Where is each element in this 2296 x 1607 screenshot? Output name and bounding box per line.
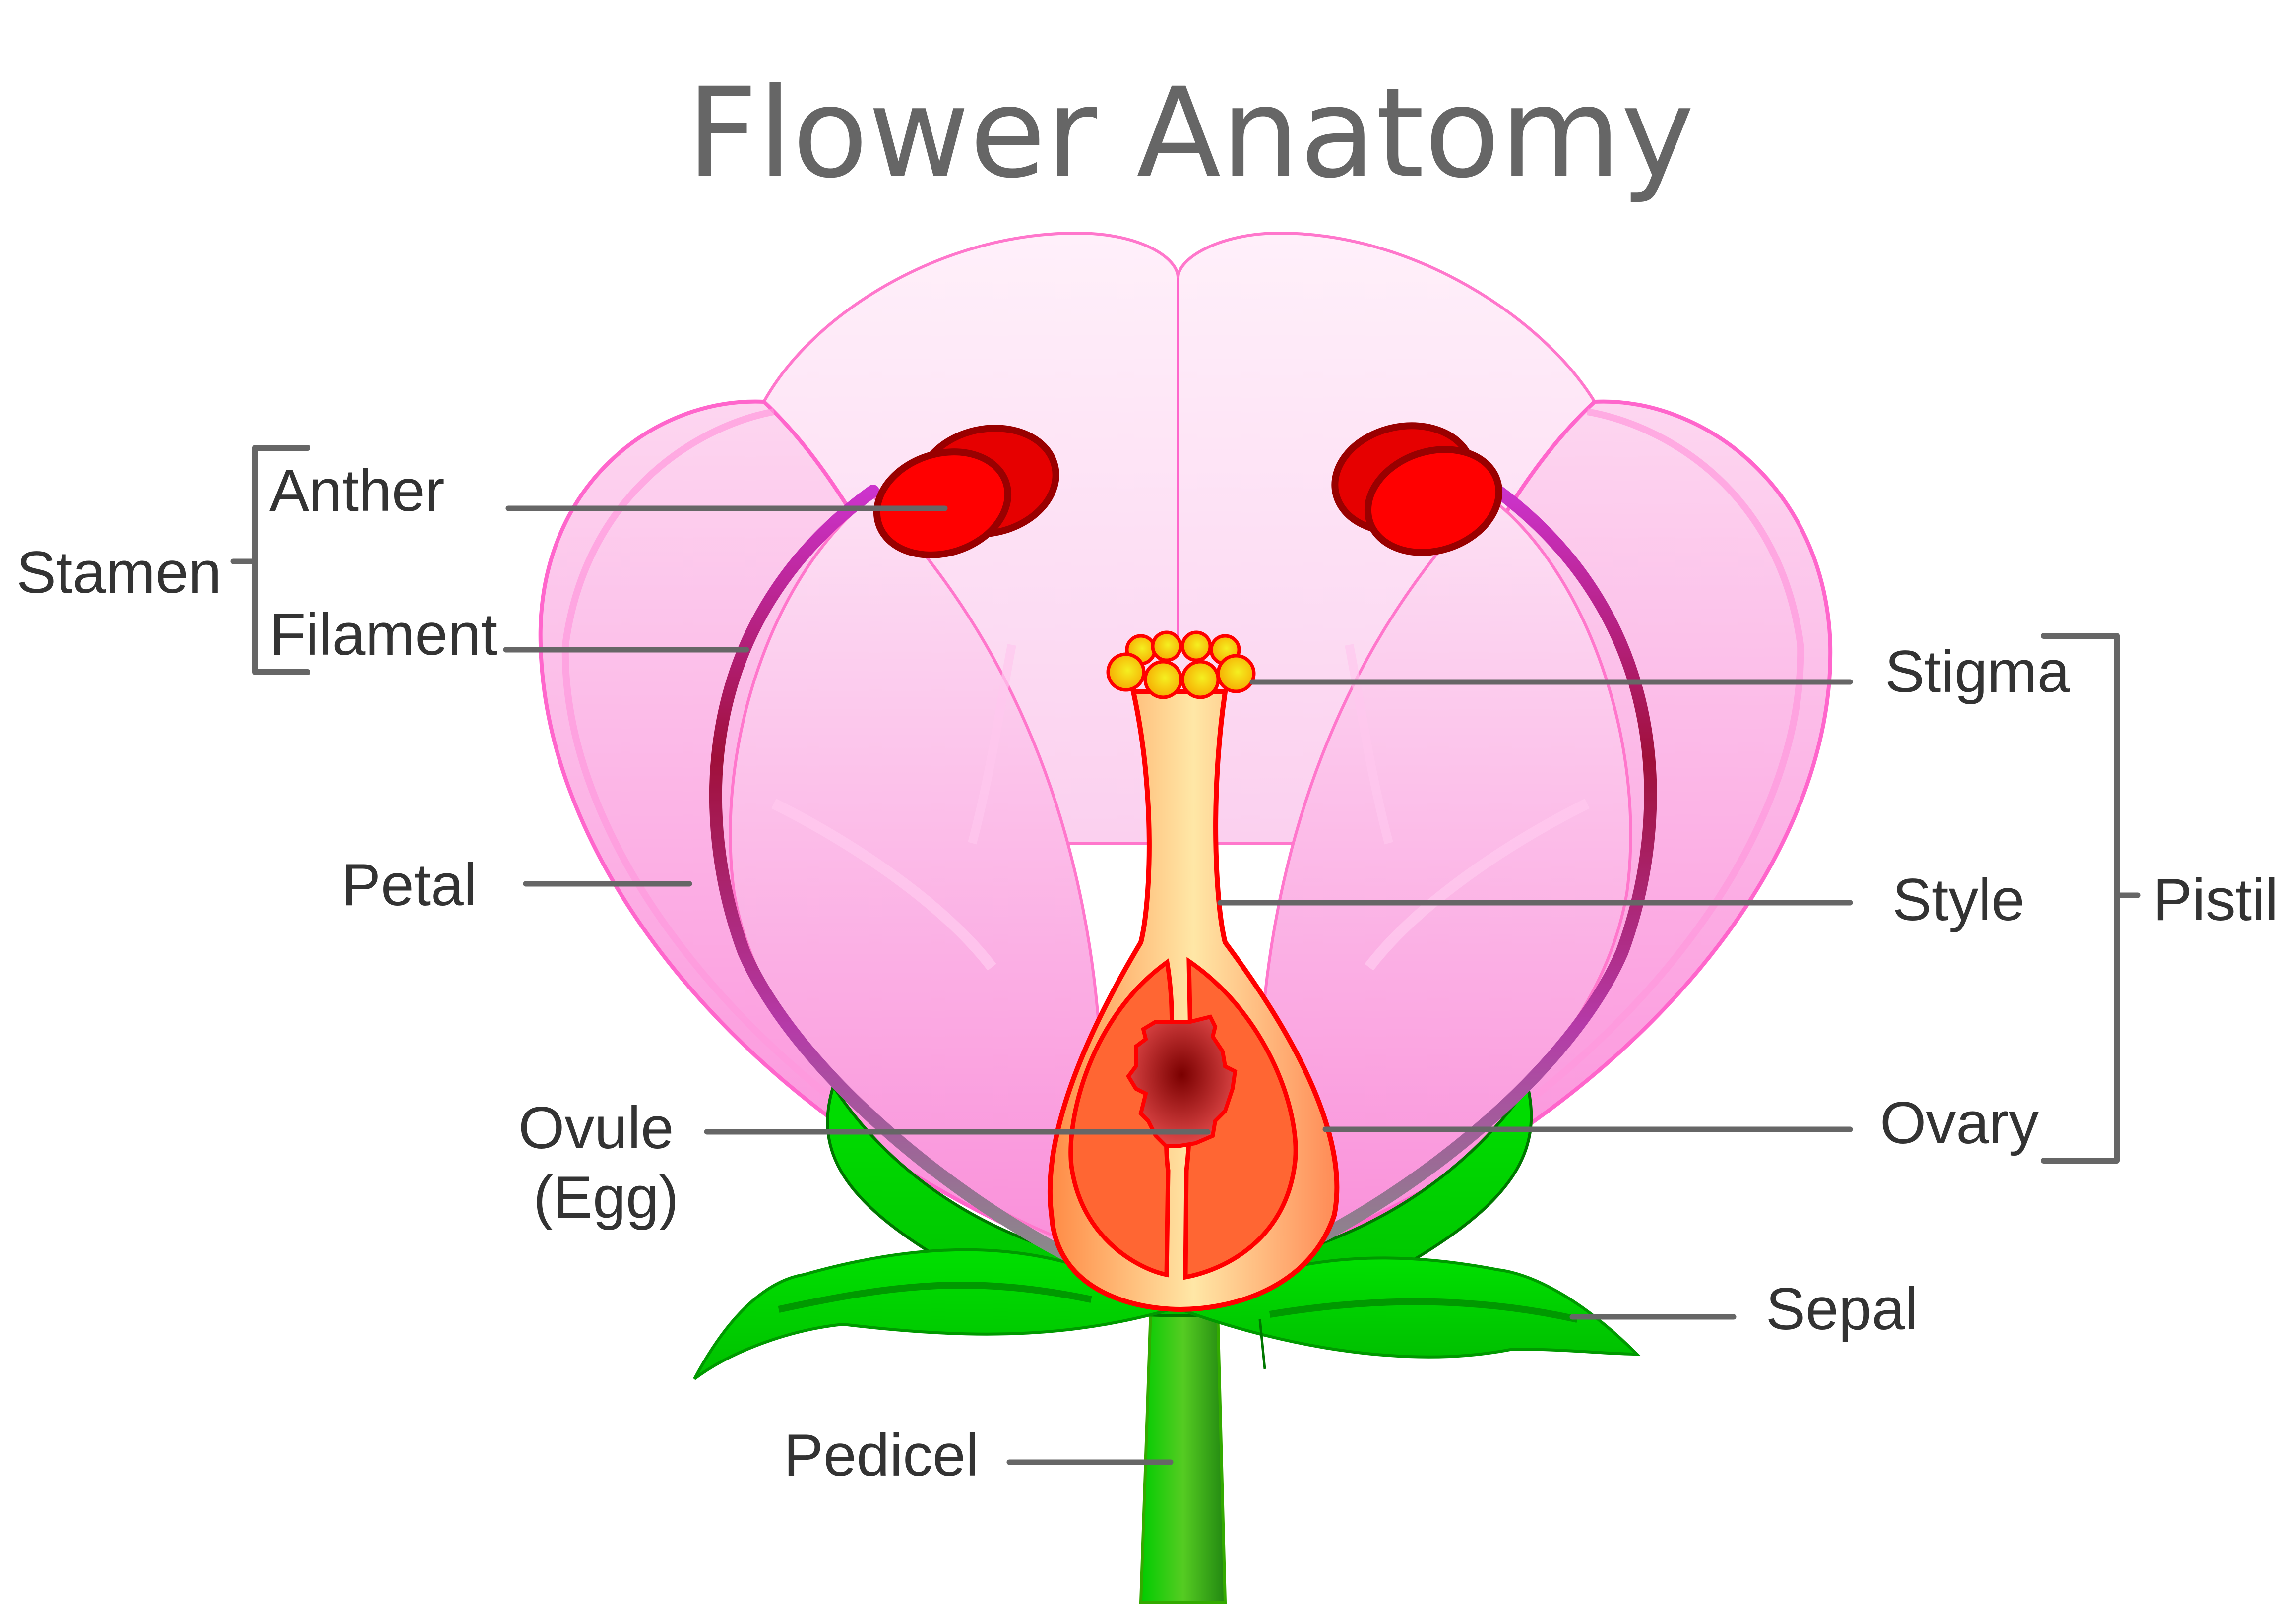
diagram-title: Flower Anatomy [686, 61, 1694, 205]
label-ovary: Ovary [1880, 1090, 2039, 1156]
label-ovule-sub: (Egg) [533, 1164, 679, 1231]
label-pistil: Pistil [2153, 866, 2278, 933]
label-ovule: Ovule [518, 1095, 674, 1161]
label-stigma: Stigma [1885, 638, 2070, 705]
label-anther: Anther [269, 457, 445, 524]
label-pedicel: Pedicel [784, 1422, 979, 1488]
pedicel-stem [1139, 1308, 1227, 1604]
ovule [1126, 1014, 1238, 1148]
stigma [1106, 630, 1256, 699]
filament-right [1278, 485, 1657, 1261]
filament-left [709, 485, 1073, 1261]
label-sepal: Sepal [1766, 1276, 1918, 1342]
anther-right [1331, 422, 1503, 556]
label-style: Style [1892, 866, 2025, 933]
anther-left [873, 425, 1059, 558]
label-filament: Filament [269, 601, 497, 668]
pistil-bracket [2041, 633, 2141, 1164]
label-stamen: Stamen [16, 539, 222, 606]
label-petal: Petal [341, 852, 477, 918]
stamen-bracket [230, 445, 310, 675]
